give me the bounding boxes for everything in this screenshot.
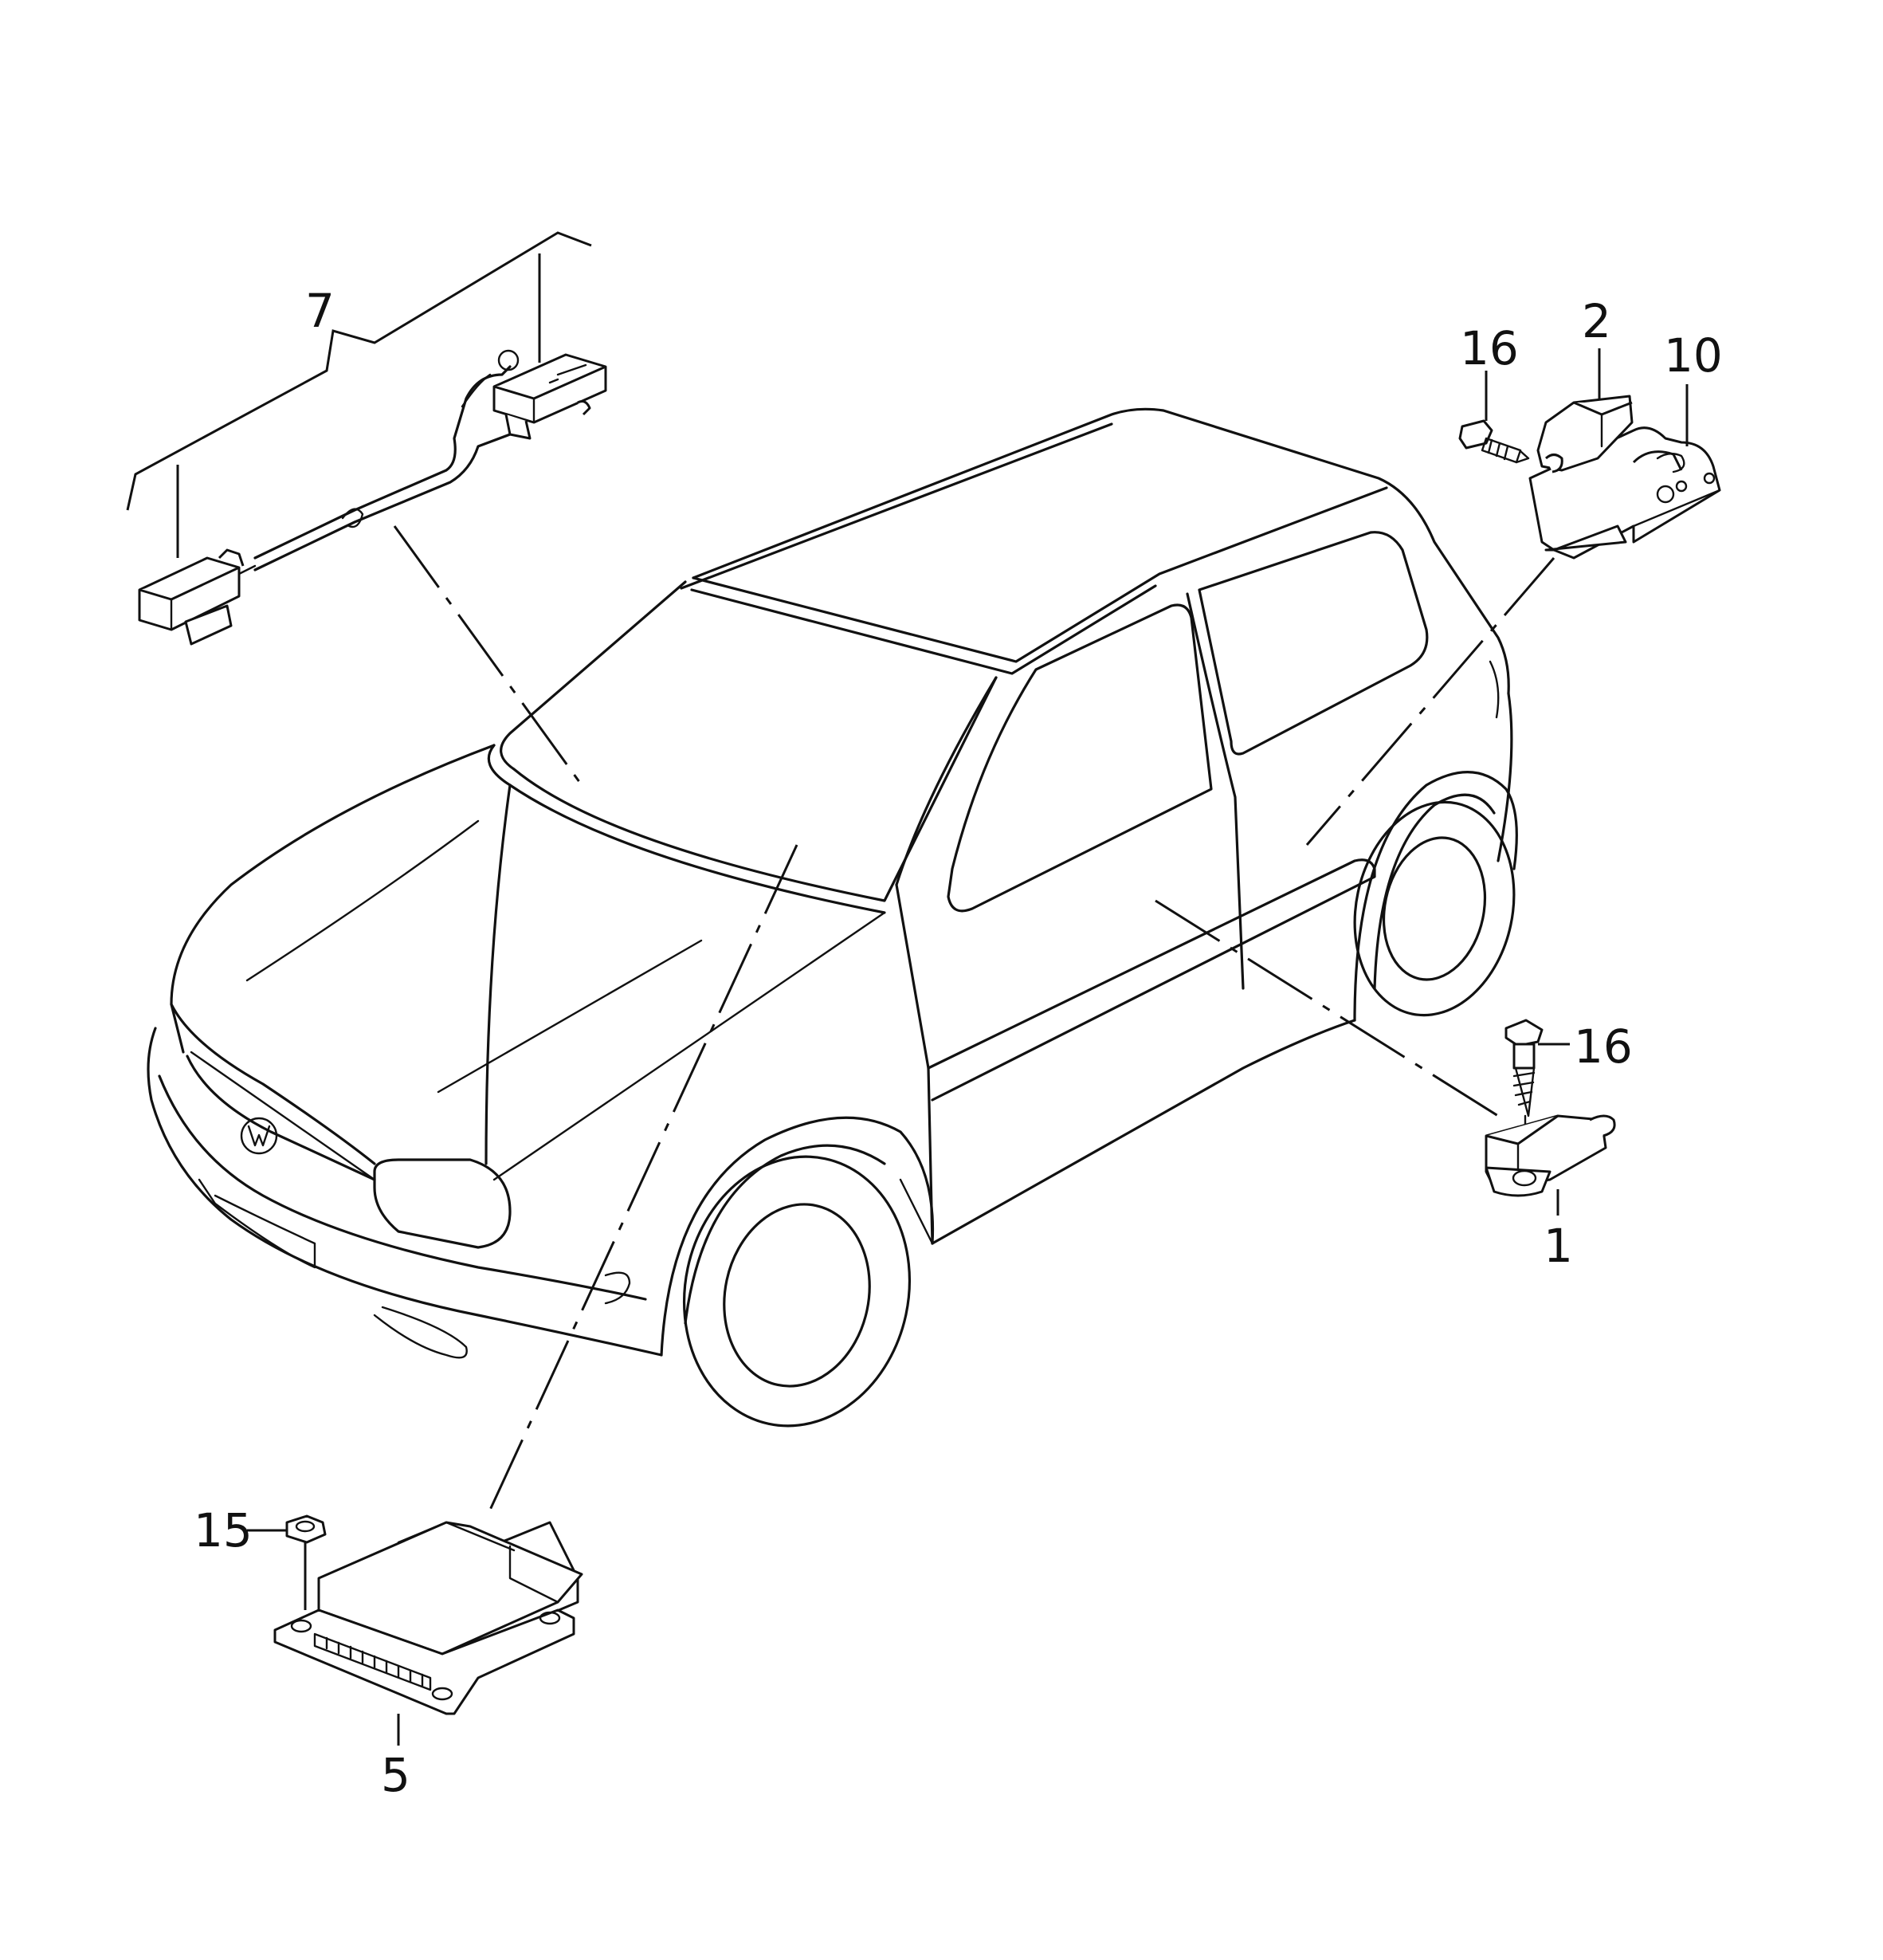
connection-lines — [393, 525, 1555, 1519]
callout-7: 7 — [305, 284, 335, 338]
callout-10: 10 — [1664, 328, 1723, 383]
callout-16-top: 16 — [1460, 321, 1519, 375]
control-unit-parts-5-15 — [247, 1514, 583, 1746]
side-sensor-parts-1-16 — [1485, 1019, 1616, 1216]
callout-16-side: 16 — [1574, 1019, 1633, 1074]
callout-labels: 7 2 10 16 16 1 15 5 — [194, 284, 1723, 1802]
callout-15: 15 — [194, 1503, 253, 1557]
callout-5: 5 — [381, 1748, 410, 1802]
car-outline — [147, 407, 1518, 1428]
callout-2: 2 — [1582, 294, 1611, 348]
sensor-bracket-parts-2-10 — [1458, 348, 1721, 560]
wiring-harness-part-7 — [126, 231, 607, 646]
callout-1: 1 — [1544, 1219, 1573, 1273]
